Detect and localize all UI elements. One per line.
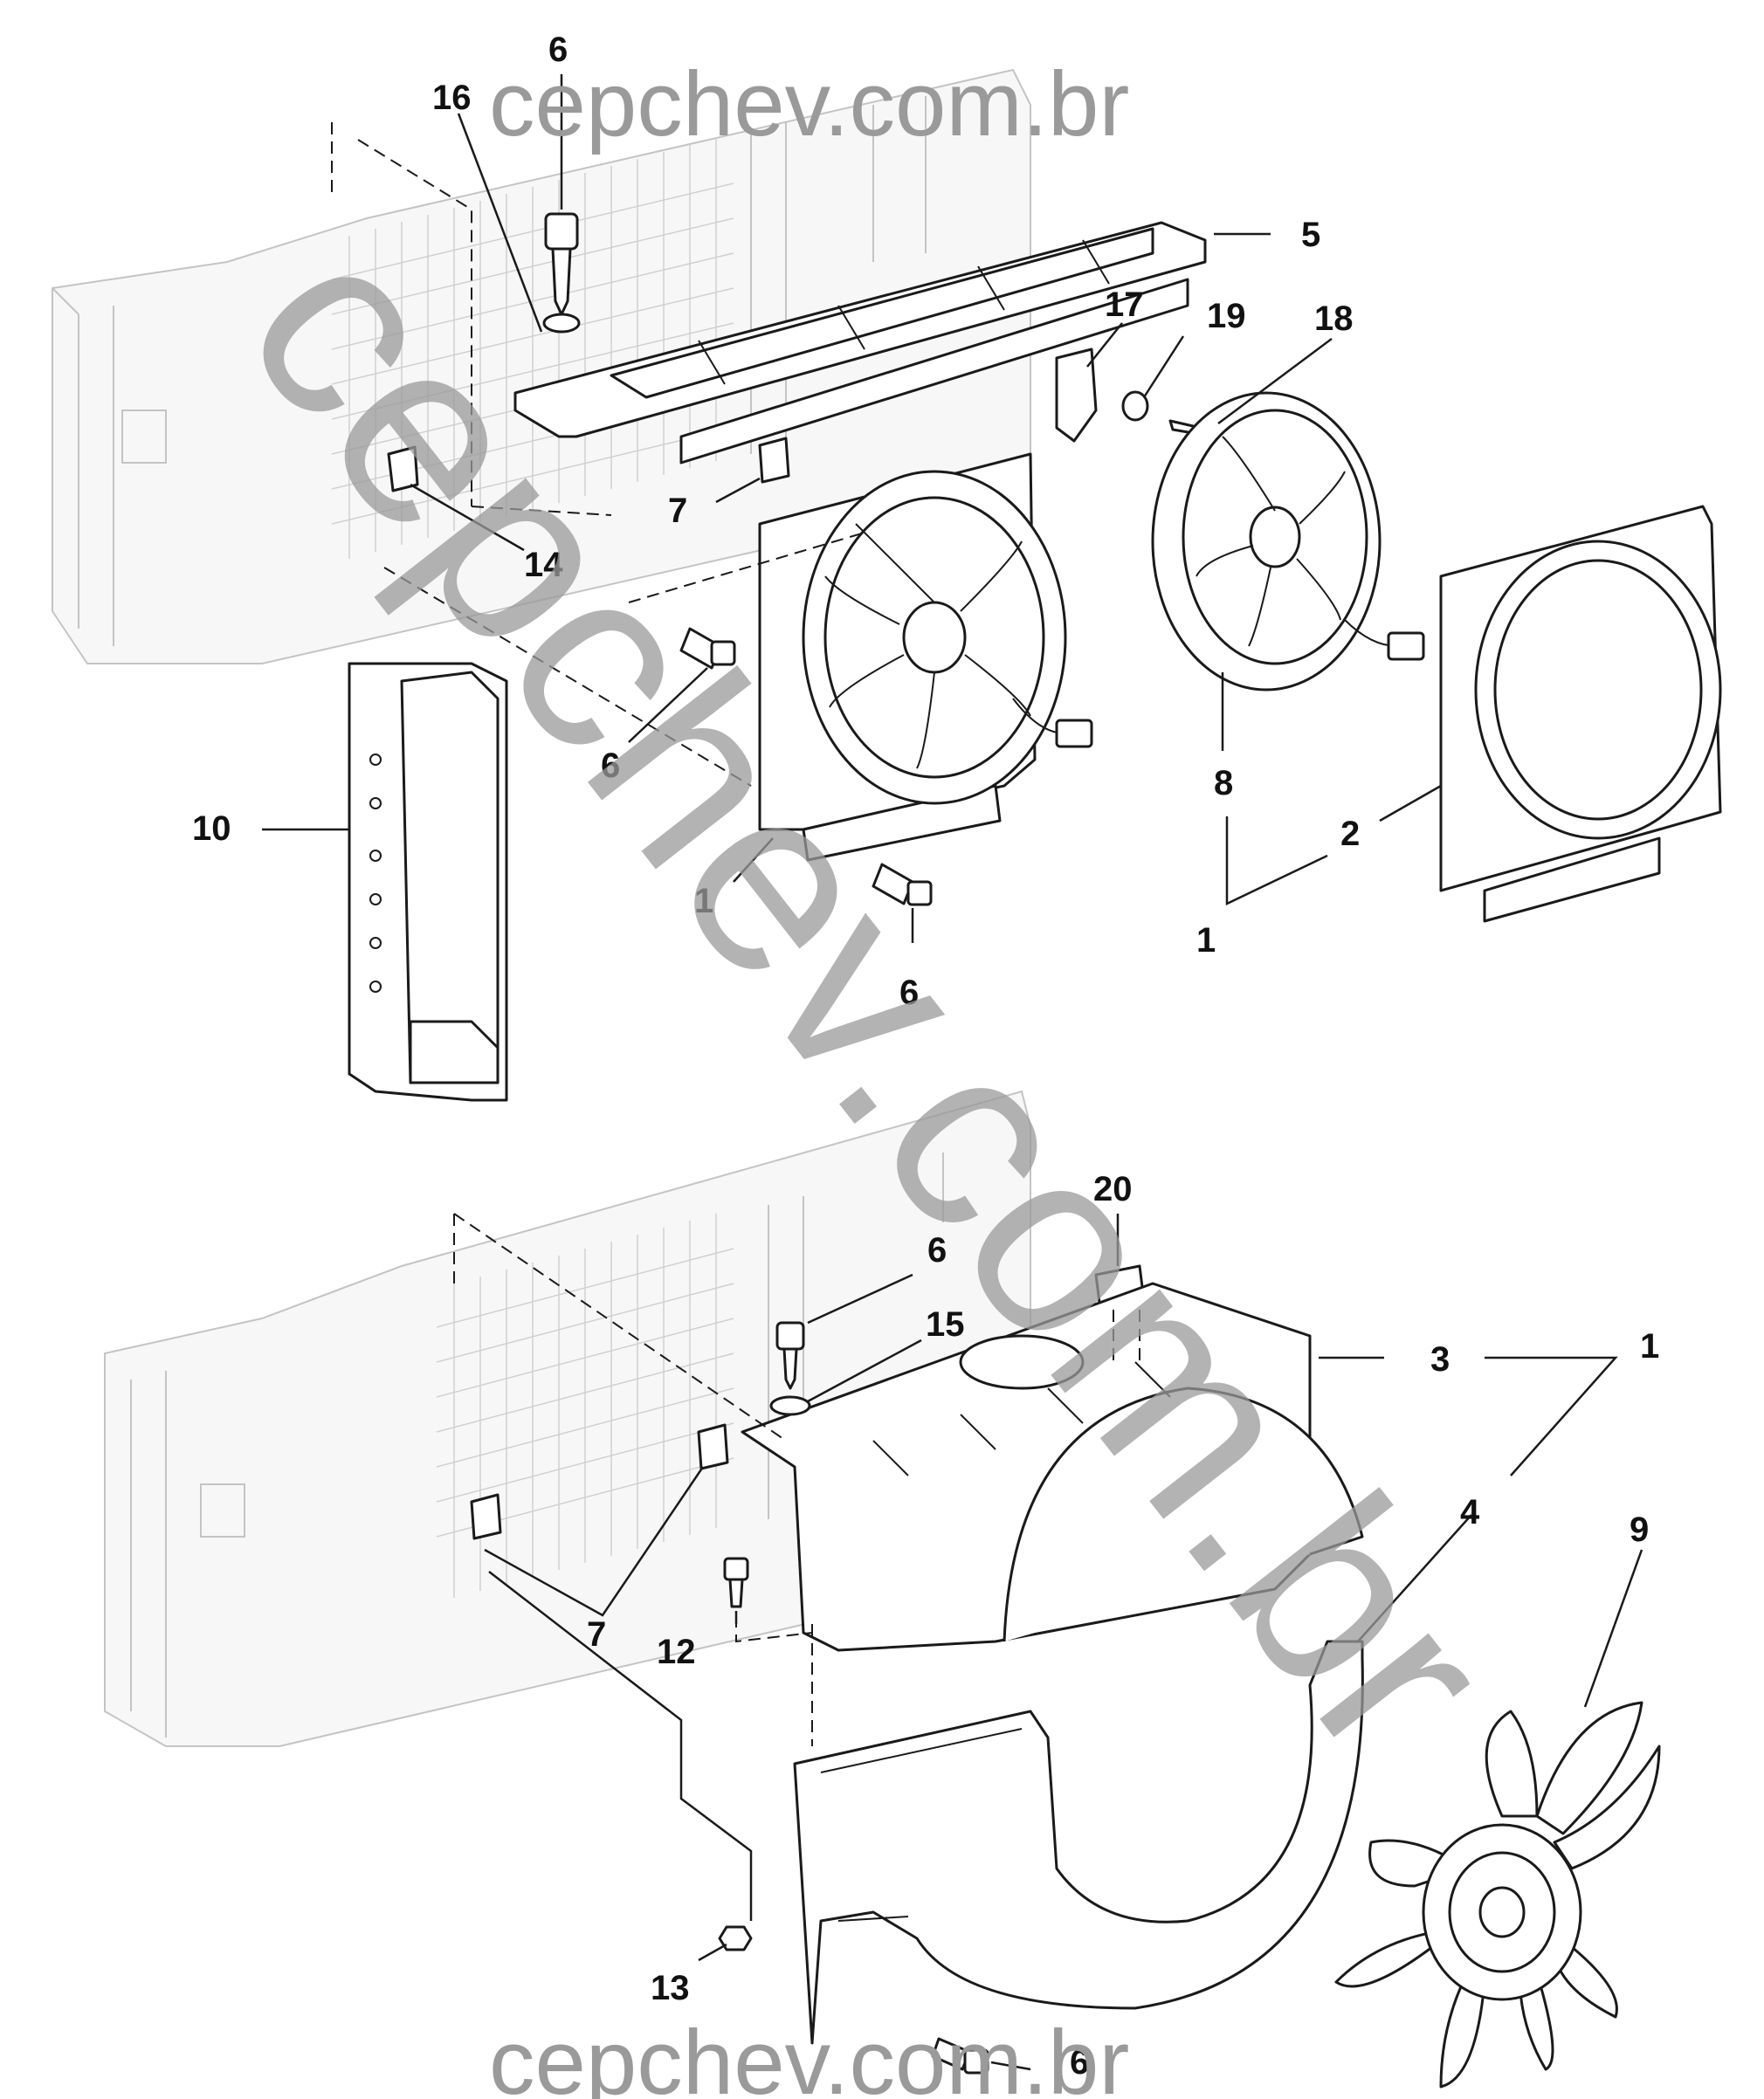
lower-clips	[470, 1423, 729, 1540]
watermark-bottom: cepchev.com.br	[489, 2012, 1129, 2099]
engine-fan-clutch	[1334, 1701, 1661, 2089]
watermark-top: cepchev.com.br	[489, 53, 1129, 155]
callout-9: 9	[1630, 1511, 1649, 1549]
upper-shroud-half	[741, 1282, 1364, 1652]
upper-clips	[387, 437, 790, 492]
callout-12: 12	[657, 1633, 696, 1671]
side-panel	[348, 662, 508, 1102]
callout-labels: 6 16 5 17 19 18 7 14 6 10 1 6 8 2 1 20 6…	[192, 31, 1659, 2082]
callout-13: 13	[651, 1969, 690, 2007]
upper-support-bar	[513, 221, 1207, 465]
callout-20: 20	[1093, 1170, 1133, 1208]
lower-radiator-ghost	[104, 1090, 1031, 1747]
upper-radiator-ghost	[52, 68, 1031, 664]
callout-6-lower: 6	[927, 1231, 947, 1270]
callout-2: 2	[1340, 815, 1360, 853]
callout-3: 3	[1430, 1340, 1450, 1379]
callout-1-lower: 1	[1640, 1327, 1659, 1366]
callout-6-bottom: 6	[1070, 2043, 1089, 2082]
upper-dashed-guides	[331, 122, 865, 787]
upper-shroud-bolts	[679, 627, 933, 906]
callout-5: 5	[1301, 216, 1320, 254]
callout-4: 4	[1460, 1493, 1480, 1531]
lower-fasteners	[718, 1321, 989, 2075]
callout-1-right: 1	[1196, 921, 1216, 960]
upper-bolt-washer	[542, 212, 581, 334]
callout-6-left: 6	[601, 747, 620, 785]
callout-16: 16	[432, 79, 472, 117]
callout-18: 18	[1314, 299, 1354, 338]
callout-17: 17	[1105, 286, 1144, 324]
callout-19: 19	[1207, 297, 1246, 335]
callout-15: 15	[926, 1305, 965, 1344]
electric-fan	[1151, 391, 1425, 692]
callout-14: 14	[524, 546, 563, 584]
callout-1-left: 1	[694, 882, 713, 920]
callout-8: 8	[1214, 764, 1233, 802]
callout-6-top: 6	[548, 31, 568, 69]
callout-7-upper: 7	[668, 492, 687, 530]
callout-6-mid: 6	[899, 974, 919, 1012]
upper-fan-shroud-assembly	[758, 452, 1093, 862]
leader-lines	[262, 74, 1643, 2071]
fan-shroud-ring	[1439, 505, 1722, 923]
upper-bracket-nut-screw	[1055, 348, 1205, 443]
lower-shroud-half	[793, 1640, 1364, 2045]
callout-7-lower: 7	[587, 1615, 606, 1654]
callout-10: 10	[192, 809, 231, 848]
